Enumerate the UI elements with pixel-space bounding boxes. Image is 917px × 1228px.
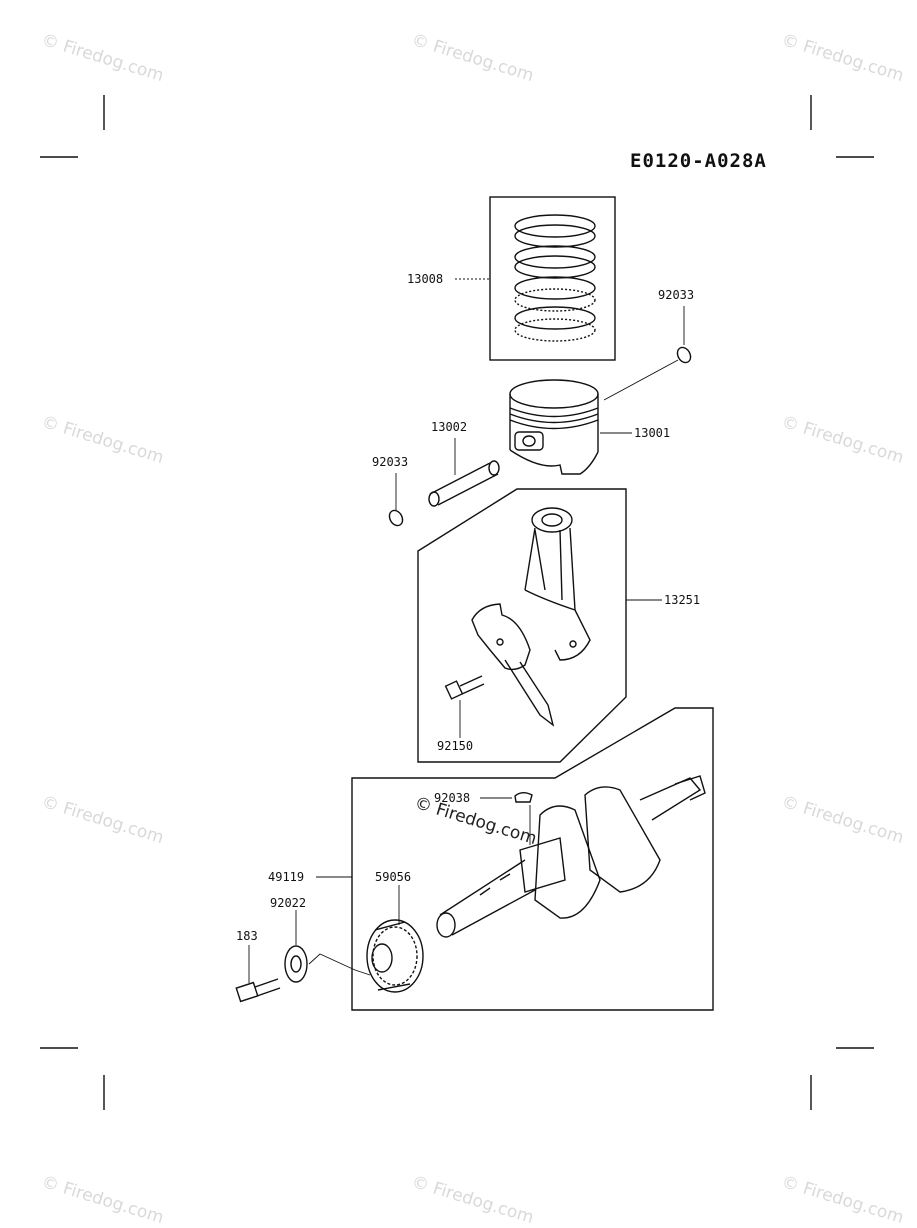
part-label-13008: 13008 — [407, 272, 443, 286]
part-label-92022: 92022 — [270, 896, 306, 910]
part-label-92038: 92038 — [434, 791, 470, 805]
circlip-92033 — [676, 346, 692, 364]
part-label-49119: 49119 — [268, 870, 304, 884]
exploded-view-diagram: 13008 92033 13002 13001 92033 13251 9215… — [40, 95, 874, 1110]
circlip-92033 — [388, 509, 404, 527]
parts-diagram-page: © Firedog.com © Firedog.com © Firedog.co… — [39, 30, 906, 1228]
woodruff-key — [514, 792, 533, 803]
part-label-13251: 13251 — [664, 593, 700, 607]
piston-rings — [514, 214, 596, 342]
connecting-rod — [471, 507, 591, 727]
piston — [509, 379, 599, 475]
connecting-rod-box — [417, 488, 627, 763]
crop-marks — [40, 95, 874, 1110]
part-labels: 13008 92033 13002 13001 92033 13251 9215… — [236, 272, 700, 943]
piston-pin — [428, 460, 500, 507]
crankshaft-gear — [366, 919, 424, 993]
part-label-13001: 13001 — [634, 426, 670, 440]
part-label-92150: 92150 — [437, 739, 473, 753]
part-label-92033: 92033 — [658, 288, 694, 302]
connecting-rod-bolt — [444, 675, 485, 700]
part-label-183: 183 — [236, 929, 258, 943]
part-label-59056: 59056 — [375, 870, 411, 884]
diagram-code: E0120-A028A — [630, 150, 767, 172]
piston-ring-set-box — [489, 196, 616, 361]
crankshaft — [436, 775, 706, 938]
crankshaft-box — [351, 707, 714, 1011]
part-label-92033: 92033 — [372, 455, 408, 469]
washer — [284, 945, 308, 983]
gear-bolt — [235, 978, 281, 1003]
part-label-13002: 13002 — [431, 420, 467, 434]
